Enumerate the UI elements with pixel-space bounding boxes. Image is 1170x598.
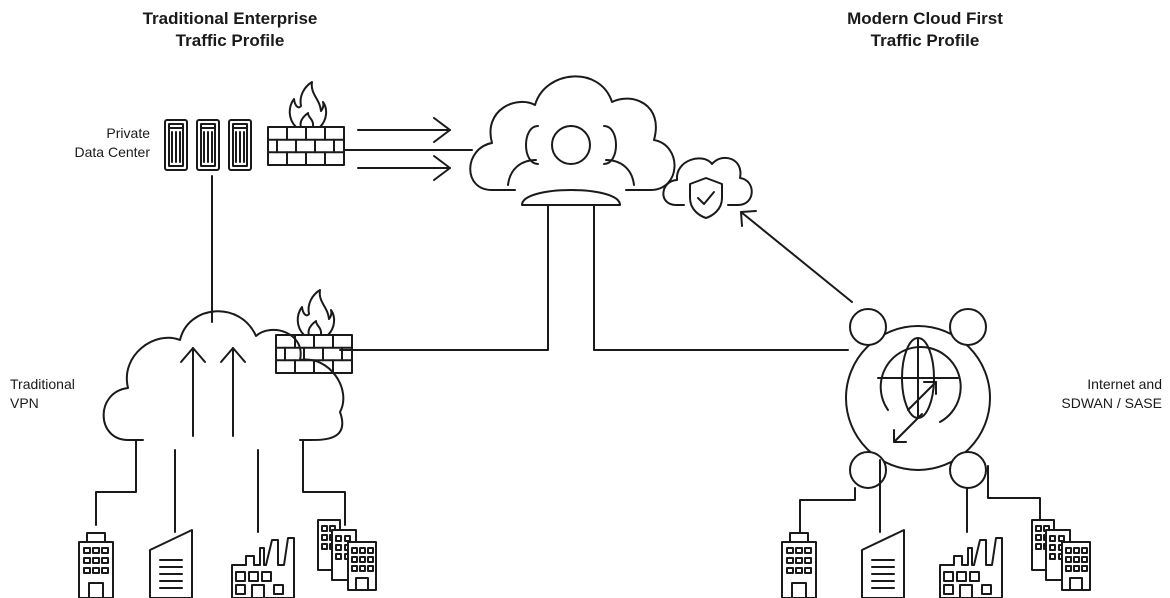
- cloud-icon: [104, 311, 344, 440]
- right-title: Modern Cloud First Traffic Profile: [805, 8, 1045, 52]
- right-title-line2: Traffic Profile: [870, 31, 980, 50]
- globe-icon: [878, 338, 961, 422]
- vpn-line2: VPN: [10, 395, 39, 411]
- factory-icon: [939, 537, 1003, 598]
- apartment-complex-icon: [317, 519, 377, 591]
- private-data-center-label: Private Data Center: [75, 124, 150, 162]
- vpn-line1: Traditional: [10, 376, 75, 392]
- sdwan-line1: Internet and: [1087, 376, 1162, 392]
- right-branch-connectors: [800, 460, 1040, 532]
- skyscraper-icon: [149, 529, 193, 598]
- server-rack-icon: [164, 119, 252, 171]
- left-title: Traditional Enterprise Traffic Profile: [115, 8, 345, 52]
- office-building-icon: [781, 532, 817, 598]
- skyscraper-icon: [861, 529, 905, 598]
- firewall-icon: [267, 81, 345, 166]
- transfer-arrows-icon: [894, 382, 936, 442]
- office-building-icon: [78, 532, 114, 598]
- cloud-icon: [470, 76, 674, 190]
- private-dc-line1: Private: [106, 125, 150, 141]
- left-title-line1: Traditional Enterprise: [142, 9, 318, 28]
- upload-arrows-icon: [181, 348, 245, 436]
- left-branch-connectors: [96, 440, 345, 532]
- users-icon: [508, 126, 634, 205]
- right-title-line1: Modern Cloud First: [847, 9, 1003, 28]
- shield-check-cloud-icon: [663, 158, 751, 218]
- apartment-complex-icon: [1031, 519, 1091, 591]
- traditional-vpn-label: Traditional VPN: [10, 375, 75, 413]
- connection-lines: [212, 150, 848, 350]
- left-title-line2: Traffic Profile: [175, 31, 285, 50]
- factory-icon: [231, 537, 295, 598]
- sdwan-sase-label: Internet and SDWAN / SASE: [1061, 375, 1162, 413]
- private-dc-line2: Data Center: [74, 144, 150, 160]
- sdwan-line2: SDWAN / SASE: [1061, 395, 1162, 411]
- traffic-arrows: [358, 118, 852, 302]
